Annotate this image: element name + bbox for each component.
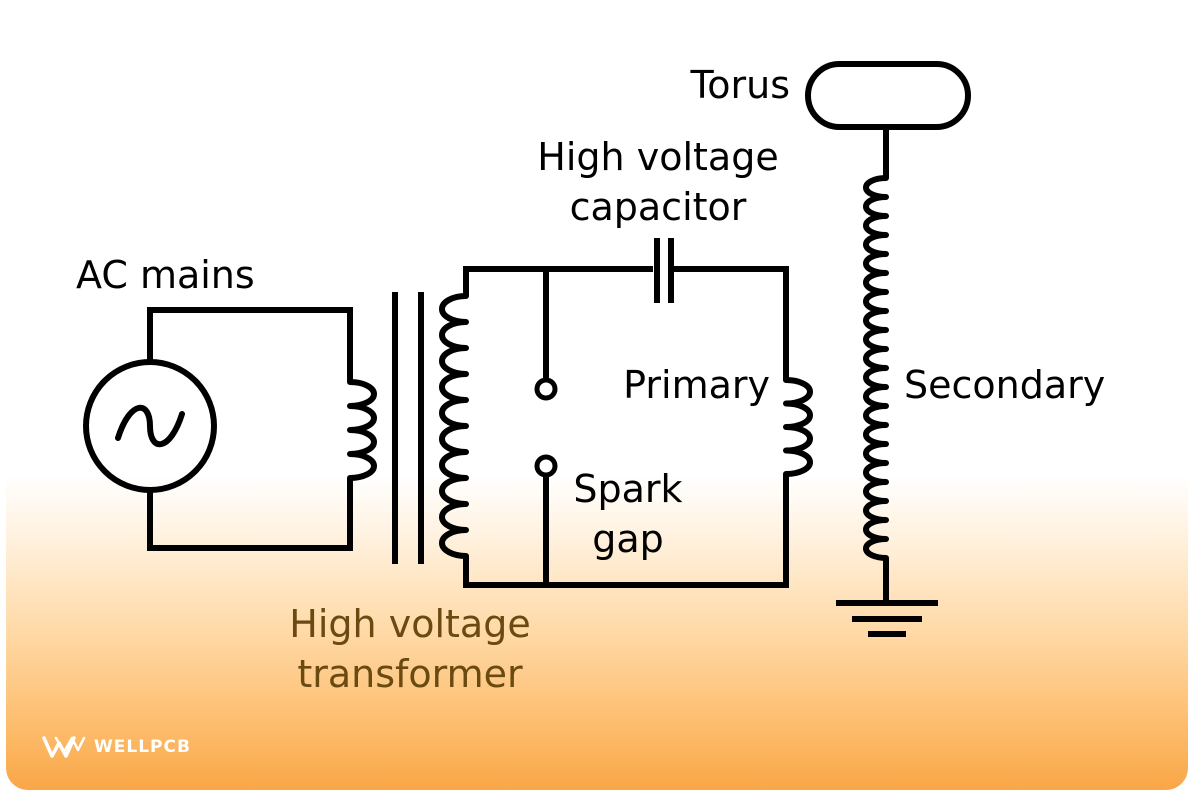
high-voltage-transformer [347,292,469,564]
ac-source-icon [83,359,217,493]
wire-top-right [674,266,789,380]
secondary-coil [863,175,889,561]
ac-wire-top [147,307,353,382]
spark-gap-symbol [534,269,558,585]
capacitor-label-line1: High voltage [537,135,778,179]
secondary-circuit [805,61,971,637]
ac-wire-bottom [147,478,353,551]
capacitor-label-line2: capacitor [570,185,747,229]
transformer-label-line2: transformer [297,652,523,696]
wellpcb-watermark: WELLPCB [42,734,191,760]
transformer-label-line1: High voltage [289,602,530,646]
primary-coil [783,377,813,477]
wire-top-left [463,266,653,296]
tank-circuit [463,238,813,588]
primary-label: Primary [623,363,770,407]
tesla-coil-circuit-diagram: AC mains High voltage transformer High v… [76,61,1105,696]
transformer-secondary-winding [439,293,469,559]
ground-icon [836,600,938,637]
ac-mains-label: AC mains [76,253,255,297]
torus-label: Torus [689,63,790,107]
wire-bottom [463,474,789,588]
transformer-primary-winding [347,379,377,481]
torus-shape [805,61,971,130]
wellpcb-brand-text: WELLPCB [94,737,191,757]
wellpcb-logo-icon [42,736,86,758]
high-voltage-capacitor-symbol [654,238,674,303]
ac-mains-circuit [83,307,353,551]
diagram-card: AC mains High voltage transformer High v… [6,4,1188,790]
spark-gap-label-line2: gap [592,517,664,561]
secondary-label: Secondary [904,363,1105,407]
spark-gap-label-line1: Spark [573,467,682,511]
